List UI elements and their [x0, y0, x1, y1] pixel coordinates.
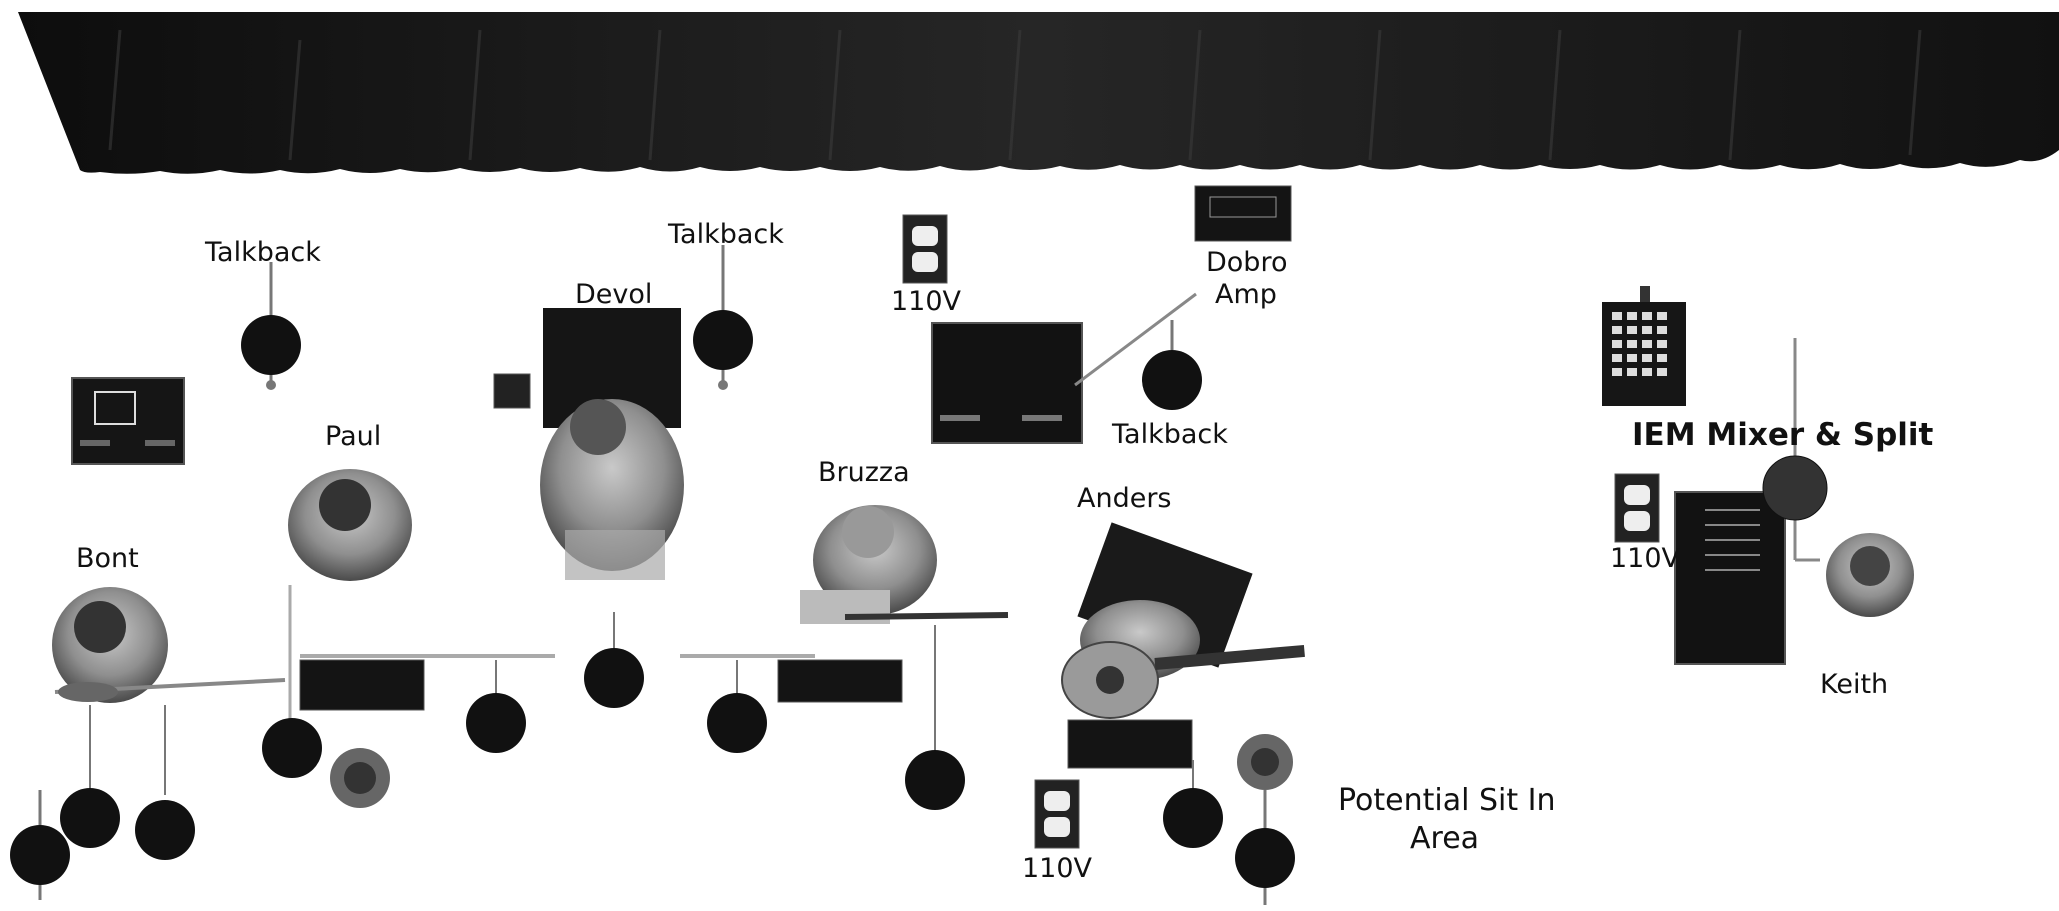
microphone-stand-icon — [241, 262, 301, 390]
amplifier-icon — [71, 377, 185, 465]
monitor-wedge-icon — [1235, 790, 1295, 905]
talkback-label-center: Talkback — [668, 219, 784, 250]
outlet-icon — [1614, 473, 1660, 543]
pedalboard-icon — [1067, 719, 1193, 769]
pedalboard-icon — [299, 654, 555, 711]
monitor-wedge-icon — [1142, 320, 1202, 410]
musician-label-bruzza: Bruzza — [818, 457, 910, 488]
drum-throne-icon — [330, 748, 390, 808]
monitor-wedge-icon — [584, 612, 644, 708]
musician-paul-icon — [288, 469, 412, 725]
amplifier-icon — [1674, 338, 1828, 665]
amplifier-icon — [1194, 185, 1292, 242]
sit-in-area-label-line1: Potential Sit In — [1338, 783, 1556, 818]
drum-throne-icon — [1237, 734, 1293, 790]
musician-label-keith: Keith — [1820, 669, 1889, 700]
musician-bont-icon — [52, 587, 286, 703]
outlet-icon — [902, 214, 948, 284]
monitor-wedge-icon — [10, 790, 70, 900]
monitor-wedge-icon — [60, 705, 120, 848]
monitor-wedge-icon — [262, 718, 322, 778]
musician-label-bont: Bont — [76, 543, 139, 574]
outlet-label-right: 110V — [1610, 543, 1681, 574]
mixer-icon — [1602, 286, 1686, 406]
iem-mixer-label: IEM Mixer & Split — [1632, 417, 1934, 453]
sit-in-area-label-line2: Area — [1410, 821, 1480, 856]
monitor-wedge-icon — [466, 660, 526, 753]
musician-bruzza-icon — [800, 505, 1009, 624]
talkback-label-right: Talkback — [1112, 419, 1228, 450]
monitor-wedge-icon — [905, 625, 965, 810]
outlet-icon — [1034, 779, 1080, 849]
outlet-label-bottom: 110V — [1022, 853, 1093, 884]
dobro-amp-label-line1: Dobro — [1206, 247, 1288, 278]
musician-devol-icon — [540, 399, 684, 580]
musician-keith-icon — [1826, 533, 1914, 617]
dobro-amp-label-line2: Amp — [1215, 279, 1277, 310]
monitor-wedge-icon — [707, 660, 767, 753]
pedalboard-icon — [680, 654, 903, 703]
guitar-icon — [1061, 641, 1305, 719]
amplifier-icon — [931, 292, 1197, 444]
monitor-wedge-icon — [1163, 760, 1223, 848]
musician-label-devol: Devol — [575, 279, 653, 310]
monitor-wedge-icon — [135, 705, 195, 860]
musician-label-anders: Anders — [1077, 483, 1172, 514]
outlet-label-top: 110V — [891, 286, 962, 317]
talkback-label-left: Talkback — [205, 237, 321, 268]
stage-curtain-icon — [18, 12, 2059, 174]
musician-label-paul: Paul — [325, 421, 382, 452]
microphone-stand-icon — [693, 245, 753, 390]
